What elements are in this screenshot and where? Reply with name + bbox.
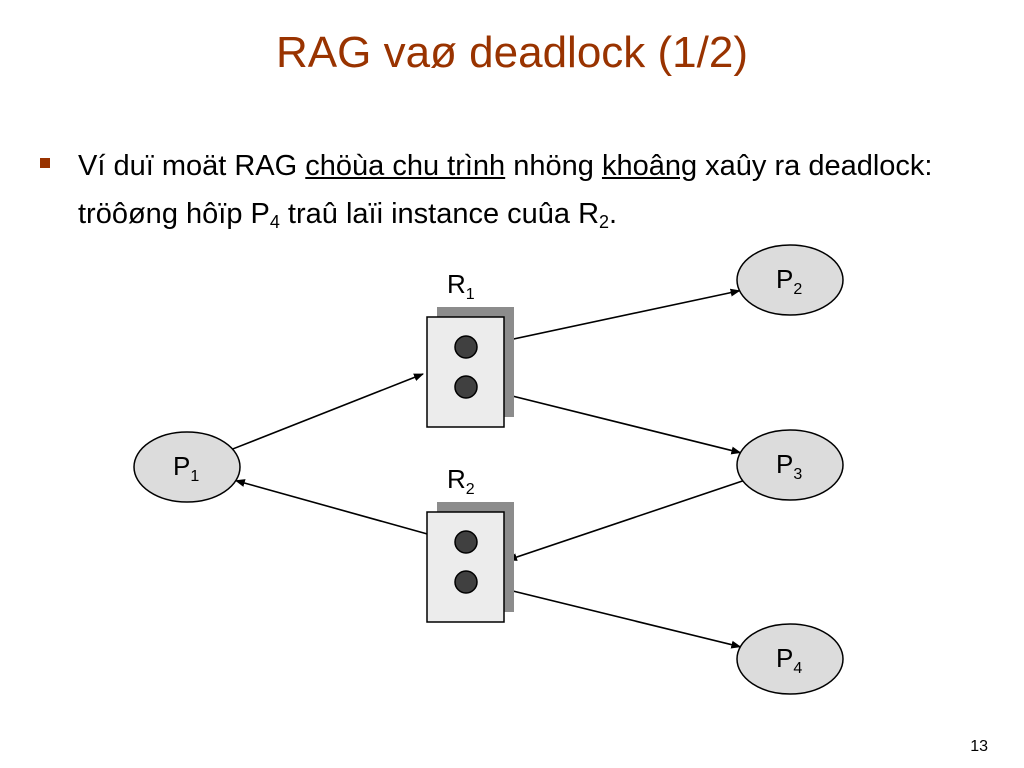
process-label-letter: P (776, 449, 793, 479)
resource-label-sub: 1 (466, 286, 475, 303)
process-p2: P2 (736, 244, 844, 316)
process-p3: P3 (736, 429, 844, 501)
bullet-text-part: nhöng (505, 150, 602, 182)
bullet-subscript: 2 (599, 212, 610, 232)
process-p4: P4 (736, 623, 844, 695)
edge-p1-r1 (232, 373, 424, 450)
resource-box (426, 316, 505, 428)
resource-r1: R1 (426, 269, 514, 428)
bullet-text: Ví duï moät RAG chöùa chu trình nhöng kh… (78, 142, 978, 238)
process-label: P4 (776, 643, 802, 677)
resource-r2: R2 (426, 464, 514, 623)
resource-instance-dot (454, 375, 478, 399)
edge-r1-p2 (475, 288, 741, 348)
bullet-text-part: . (609, 198, 618, 230)
bullet-underlined-not: khoâng (601, 150, 698, 182)
edge-p3-r2 (507, 480, 744, 561)
bullet-text-part: traû laïi instance cuûa R (279, 198, 600, 230)
resource-instance-dot (454, 570, 478, 594)
process-ellipse (133, 431, 241, 503)
slide-number: 13 (970, 738, 988, 755)
bullet-underlined-cycle: chöùa chu trình (305, 150, 506, 182)
process-label-sub: 4 (793, 660, 802, 677)
process-label-sub: 1 (190, 468, 199, 485)
bullet-subscript: 4 (269, 212, 280, 232)
edges-layer (232, 288, 744, 649)
resource-label-letter: R (447, 464, 466, 494)
process-label-letter: P (173, 451, 190, 481)
process-ellipse (736, 623, 844, 695)
resource-label: R1 (447, 269, 475, 303)
resource-instance-dot (454, 335, 478, 359)
resource-box (426, 511, 505, 623)
resource-instance-dot (454, 530, 478, 554)
process-label-sub: 2 (793, 281, 802, 298)
process-label-letter: P (776, 264, 793, 294)
resource-label-sub: 2 (466, 481, 475, 498)
process-label: P1 (173, 451, 199, 485)
edge-r2-p4 (475, 581, 742, 649)
process-label-sub: 3 (793, 466, 802, 483)
bullet-text-part: Ví duï moät RAG (78, 150, 306, 182)
process-label-letter: P (776, 643, 793, 673)
process-ellipse (736, 244, 844, 316)
slide-title: RAG vaø deadlock (1/2) (276, 28, 748, 77)
resource-label: R2 (447, 464, 475, 498)
edge-r1-p3 (475, 386, 742, 455)
edge-r2-p1 (234, 479, 457, 543)
bullet-text-part: xaûy ra deadlock: tröôøng hôïp P (78, 150, 933, 230)
process-p1: P1 (133, 431, 241, 503)
bullet-marker (40, 158, 50, 168)
resource-label-letter: R (447, 269, 466, 299)
process-label: P3 (776, 449, 802, 483)
process-label: P2 (776, 264, 802, 298)
process-ellipse (736, 429, 844, 501)
